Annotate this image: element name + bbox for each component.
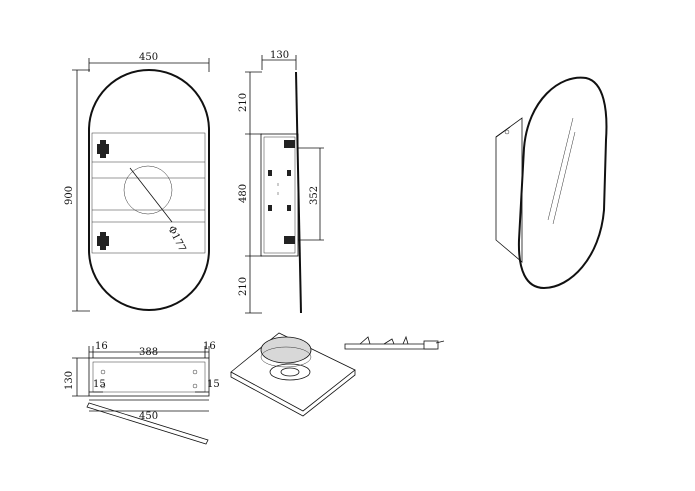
- front-width-label: 450: [139, 52, 158, 63]
- bottom-inner-width-label: 388: [139, 347, 158, 358]
- mirror-outline: [88, 69, 210, 311]
- hinge-top-icon: [97, 140, 109, 158]
- bowl-top: [260, 336, 312, 364]
- side-view: 130 210 480 210 352: [238, 50, 324, 314]
- bottom-right-inset-label: 15: [207, 379, 220, 390]
- bottom-left-inset-label: 15: [93, 379, 106, 390]
- bottom-depth-label: 130: [64, 371, 75, 390]
- diameter-label: Φ177: [165, 224, 187, 253]
- bottom-right-margin-label: 16: [203, 341, 216, 352]
- perspective-view: [495, 76, 608, 290]
- bottom-left-margin-label: 16: [95, 341, 108, 352]
- side-middle-label: 480: [238, 184, 249, 203]
- top-perspective-view: [230, 332, 356, 417]
- shelf-piece: [344, 335, 445, 350]
- side-top-label: 210: [238, 93, 249, 112]
- cabinet-outline: [91, 132, 206, 254]
- side-cabinet: [260, 133, 299, 257]
- bottom-outline: [88, 357, 210, 397]
- side-depth-label: 130: [270, 50, 289, 61]
- bottom-view: 16 388 16 130 15 15 450: [64, 341, 220, 445]
- side-bottom-label: 210: [238, 277, 249, 296]
- side-inner-label: 352: [309, 186, 320, 205]
- perspective-mirror: [517, 76, 608, 290]
- front-view: 450 900 Φ177: [64, 52, 210, 312]
- hinge-bottom-icon: [97, 232, 109, 250]
- round-cutout: [123, 165, 173, 215]
- front-height-label: 900: [64, 186, 75, 205]
- bottom-overall-width-label: 450: [139, 411, 158, 422]
